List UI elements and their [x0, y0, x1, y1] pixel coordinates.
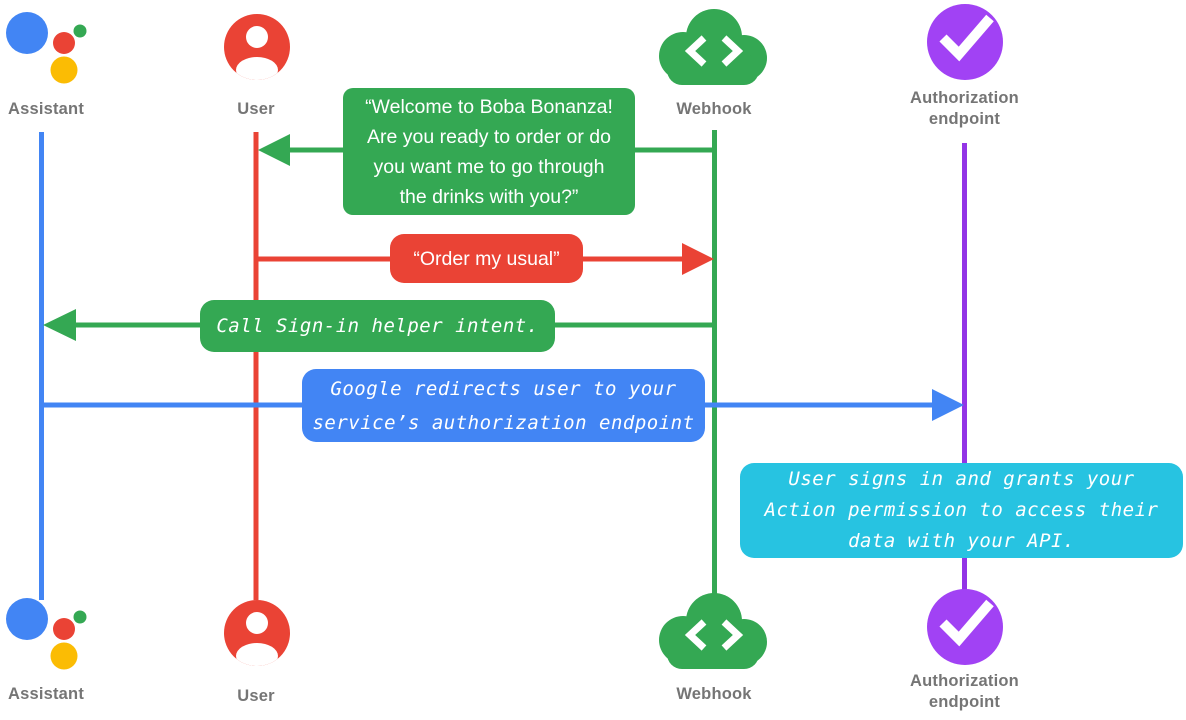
webhook-label: Webhook — [676, 685, 752, 703]
webhook-label: Webhook — [676, 100, 752, 118]
check-circle-icon — [927, 589, 1003, 665]
cloud-code-icon — [659, 593, 767, 669]
google-assistant-icon — [6, 598, 87, 670]
message-bubble-welcome: “Welcome to Boba Bonanza! Are you ready … — [343, 88, 635, 215]
authorization-endpoint-label: Authorization endpoint — [910, 672, 1019, 711]
assistant-label: Assistant — [7, 100, 85, 118]
redirect-arrowhead-icon — [932, 389, 964, 421]
authorization-endpoint-label: Authorization endpoint — [910, 89, 1019, 128]
assistant-label: Assistant — [7, 685, 85, 703]
message-bubble-order: “Order my usual” — [390, 234, 583, 283]
signin-arrowhead-icon — [43, 309, 76, 341]
user-label: User — [237, 687, 275, 705]
check-circle-icon — [927, 4, 1003, 80]
user-icon — [224, 14, 290, 80]
user-icon — [224, 600, 290, 666]
user-label: User — [237, 100, 275, 118]
note-bubble-user-signs-in: User signs in and grants your Action per… — [740, 463, 1183, 558]
message-bubble-redirect: Google redirects user to your service’s … — [302, 369, 705, 442]
order-arrowhead-icon — [682, 243, 714, 275]
cloud-code-icon — [659, 9, 767, 85]
message-bubble-signin-helper: Call Sign-in helper intent. — [200, 300, 555, 352]
google-assistant-icon — [6, 12, 87, 84]
welcome-arrowhead-icon — [258, 134, 290, 166]
